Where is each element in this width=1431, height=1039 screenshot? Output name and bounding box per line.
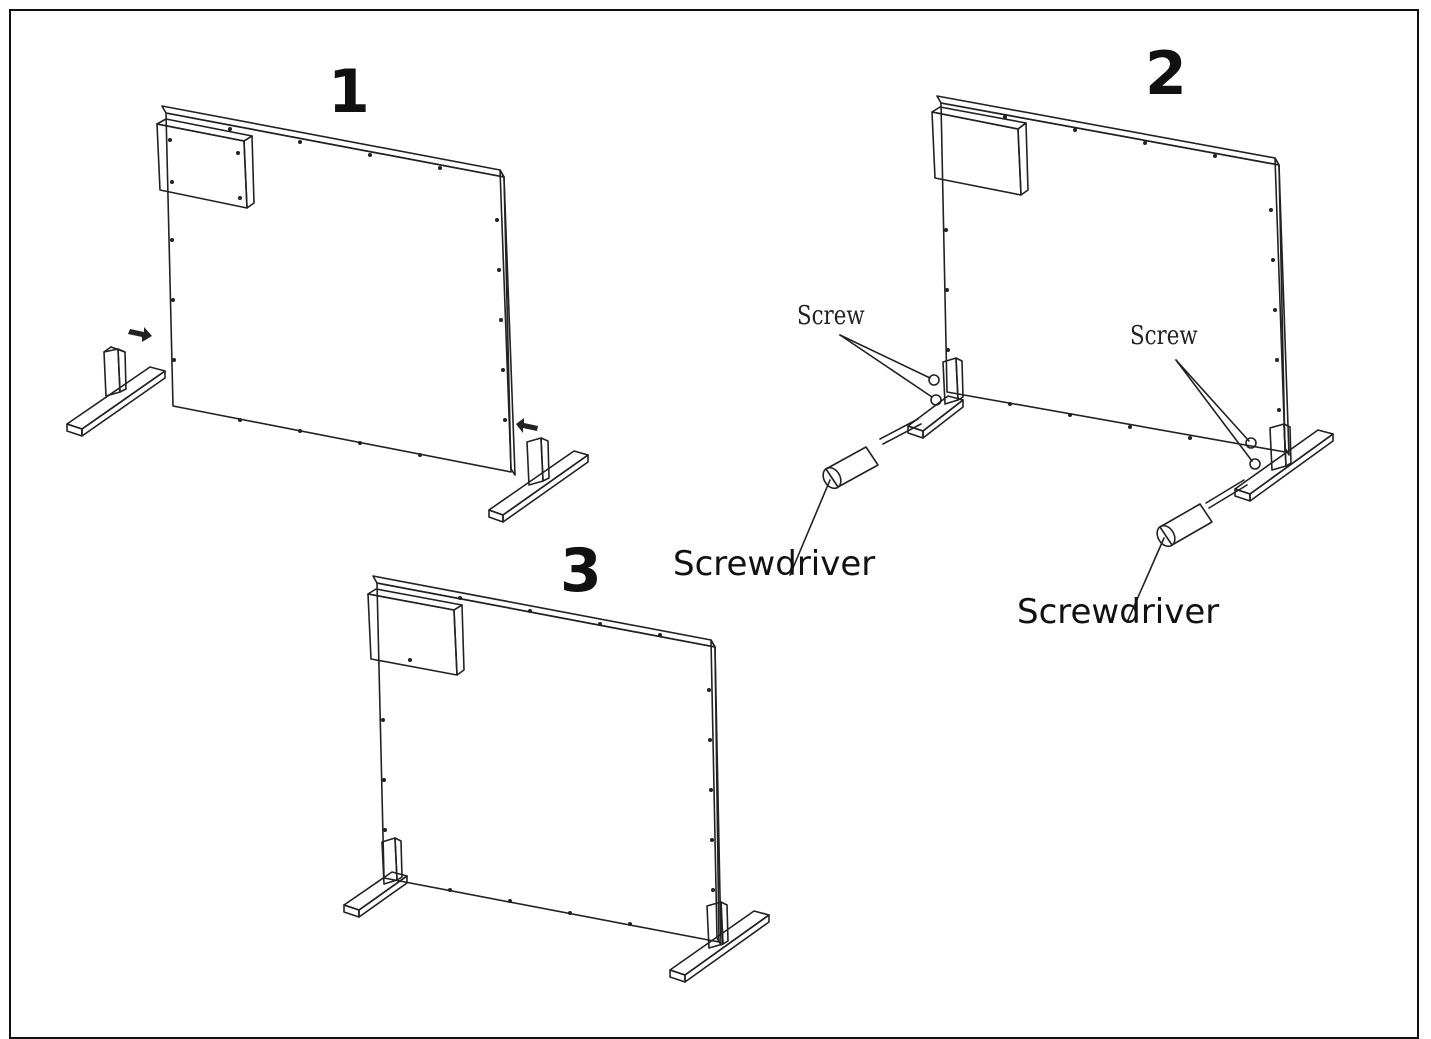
step3-left-foot <box>343 837 408 918</box>
step2-panel-bolts <box>944 115 1281 440</box>
step3-panel <box>367 575 722 946</box>
step2-right-foot <box>1234 423 1334 502</box>
step2-panel <box>931 95 1290 456</box>
step1-number: 1 <box>328 57 370 127</box>
screwdriver-label-left: Screwdriver <box>673 544 876 584</box>
screwdriver-label-right: Screwdriver <box>1017 592 1220 632</box>
step1-panel <box>156 105 516 476</box>
step2-right-screwdriver <box>1127 479 1248 621</box>
step1-left-foot <box>66 346 166 437</box>
step3-number: 3 <box>560 536 602 606</box>
step2-left-foot <box>907 357 964 439</box>
screw-label-right: Screw <box>1130 321 1198 351</box>
step2-screw-leaders <box>839 334 1253 462</box>
step1-insert-arrows <box>128 327 538 433</box>
step2-left-screwdriver <box>789 418 922 576</box>
step1-right-foot <box>488 437 589 523</box>
step2-number: 2 <box>1145 39 1187 109</box>
step2-screws <box>928 374 1261 470</box>
step1-panel-bolts <box>168 127 507 457</box>
step3-panel-bolts <box>381 596 715 926</box>
step3-right-foot <box>669 901 770 983</box>
screw-label-left: Screw <box>797 301 865 331</box>
